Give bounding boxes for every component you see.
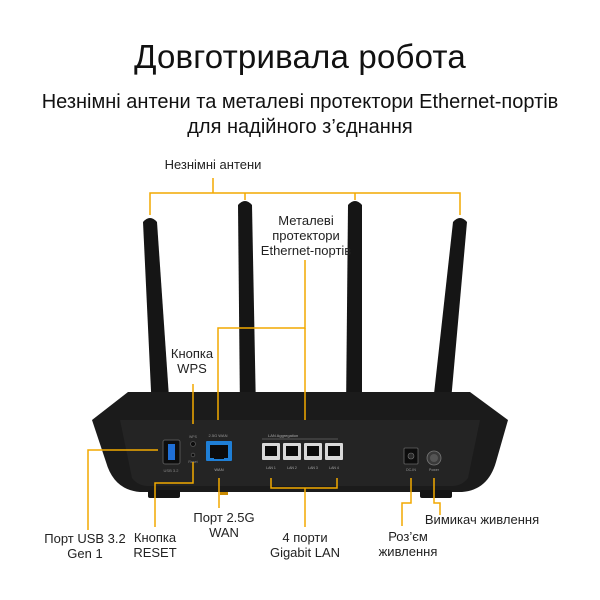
protector-label: Металеві протектори Ethernet-портів [260,213,352,258]
usb-port [162,439,181,465]
wan-tag: 2.5G WAN [209,433,228,438]
power-jack [403,447,419,465]
usb-label: Порт USB 3.2 Gen 1 [44,531,126,561]
lan-aggregation-tag: LAN Aggregation [268,433,298,438]
page-subtitle: Незнімні антени та металеві протектори E… [0,90,600,140]
lan-port-4[interactable] [325,443,343,460]
antennas [143,201,467,412]
reset-label: Кнопка RESET [133,530,177,560]
lan-label: 4 порти Gigabit LAN [269,530,341,560]
wps-label: Кнопка WPS [170,346,214,376]
dc-tag: DC-IN [406,468,416,472]
lan-port-3[interactable] [304,443,322,460]
antenna-callout-lines [149,178,461,215]
lan1-tag: LAN 1 [266,466,276,470]
subtitle-line-2: для надійного з’єднання [187,116,413,138]
page-title: Довготривала робота [134,38,466,75]
subtitle-line-1: Незнімні антени та металеві протектори E… [41,91,559,113]
reset-button[interactable] [190,452,196,458]
lan2-tag: LAN 2 [287,466,297,470]
lan-ports [262,443,343,460]
port-callout-lines [87,260,441,530]
antenna-2 [238,201,256,412]
usb-port-tag: USB 3.2 [164,468,180,473]
power-tag: Power [429,468,440,472]
lan4-tag: LAN 4 [329,466,339,470]
lan-port-1[interactable] [262,443,280,460]
wan-label: WAN [214,467,223,472]
antenna-4 [432,218,467,412]
wps-tag: WPS [189,435,198,439]
power-switch-label: Вимикач живлення [424,512,540,527]
antenna-label: Незнімні антени [164,157,262,172]
antenna-3 [346,201,362,412]
antenna-1 [143,218,170,412]
wps-button[interactable] [190,441,196,447]
wan-port[interactable] [206,441,232,461]
wan-label: Порт 2.5G WAN [193,510,255,540]
power-switch[interactable] [426,450,442,466]
power-jack-label: Роз’єм живлення [378,529,438,559]
lan-port-2[interactable] [283,443,301,460]
lan3-tag: LAN 3 [308,466,318,470]
